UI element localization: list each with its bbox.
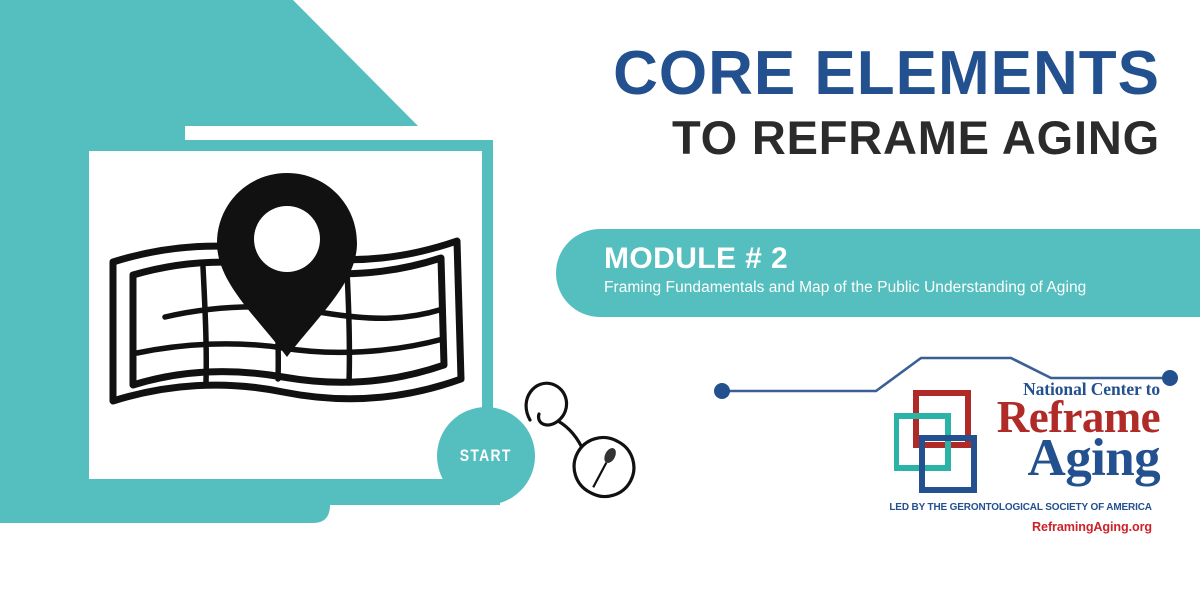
map-card-inner	[89, 151, 482, 479]
headline-line-1: CORE ELEMENTS	[613, 39, 1160, 108]
module-banner: MODULE # 2 Framing Fundamentals and Map …	[556, 229, 1200, 317]
module-subtitle: Framing Fundamentals and Map of the Publ…	[604, 279, 1087, 297]
headline-line-2: TO REFRAME AGING	[671, 110, 1160, 164]
route-end-dot	[1162, 370, 1178, 386]
artwork-region: START	[0, 0, 636, 600]
computer-mouse-icon	[524, 381, 636, 499]
start-button[interactable]: START	[437, 407, 535, 505]
module-banner-text: MODULE # 2 Framing Fundamentals and Map …	[604, 242, 1200, 297]
folded-map-icon	[109, 173, 465, 405]
map-card-frame	[78, 140, 493, 490]
route-path-line	[714, 356, 1178, 399]
logo-line-aging: Aging	[1027, 429, 1161, 487]
logo-squares-icon	[894, 390, 977, 493]
logo-url[interactable]: ReframingAging.org	[1032, 520, 1152, 534]
module-number-title: MODULE # 2	[604, 242, 789, 275]
logo-line-national: National Center to	[1023, 379, 1160, 399]
page-title: CORE ELEMENTS TO REFRAME AGING	[500, 39, 1160, 164]
route-start-dot	[714, 383, 730, 399]
logo-tagline: LED BY THE GERONTOLOGICAL SOCIETY OF AME…	[889, 502, 1152, 513]
national-center-to-reframe-aging-logo[interactable]: National Center to Reframe Aging LED BY …	[884, 378, 1160, 544]
start-button-label: START	[460, 446, 512, 465]
logo-wordmark: National Center to Reframe Aging	[884, 378, 1161, 506]
logo-line-reframe: Reframe	[996, 392, 1161, 442]
